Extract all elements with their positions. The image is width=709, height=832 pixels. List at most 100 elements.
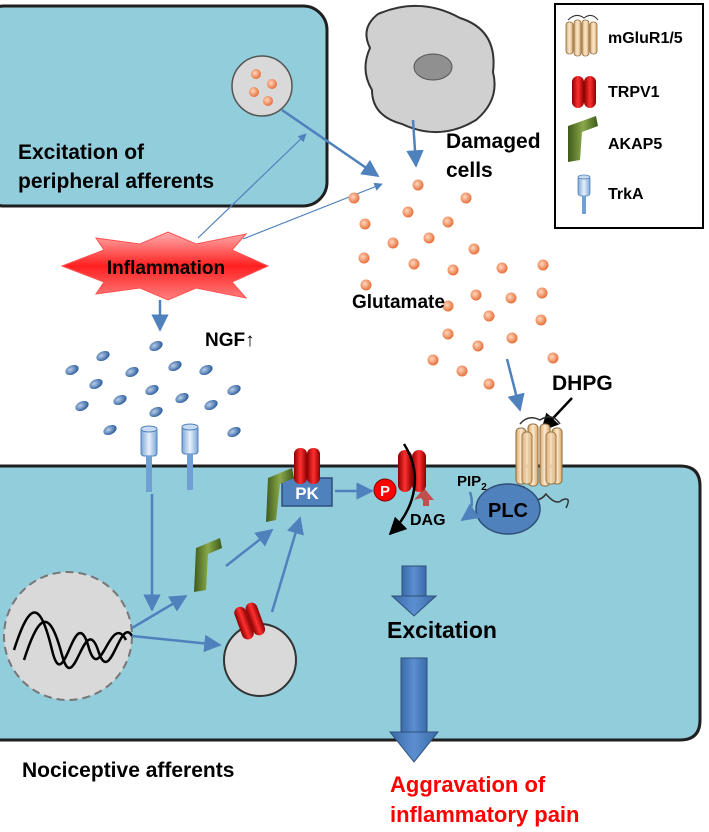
trpv1-channel-icon (572, 76, 596, 108)
glutamate-vesicle (231, 55, 293, 117)
ngf-particle (89, 378, 103, 390)
glutamate-particle (348, 192, 360, 204)
damaged-release-arrow (406, 119, 424, 168)
glutamate-particle (442, 328, 454, 340)
ngf-label: NGF↑ (205, 330, 255, 351)
glutamate-label: Glutamate (352, 292, 445, 313)
dag-activation-arrow-shaft (423, 498, 429, 506)
glutamate-particle (423, 232, 435, 244)
inflammation-label: Inflammation (107, 258, 225, 279)
ngf-particle (103, 424, 117, 436)
glutamate-particle (506, 332, 518, 344)
pip2-label-subscript: 2 (481, 482, 487, 493)
ngf-particles (65, 340, 241, 438)
akap5-to-pk-arrow (225, 528, 274, 567)
glutamate-particle (536, 287, 548, 299)
damaged-cells-label-line2: cells (446, 159, 493, 182)
inflammation-to-damaged-arrow (242, 182, 383, 240)
legend-label-mglur: mGluR1/5 (608, 30, 683, 47)
nucleus-to-akap5-arrow (131, 594, 188, 630)
glutamate-particle (412, 179, 424, 191)
trka-receptor-left (140, 425, 158, 492)
inflammation-to-peripheral-arrow (197, 133, 307, 239)
glutamate-particle (460, 192, 472, 204)
glutamate-particle (472, 340, 484, 352)
aggravation-block-arrow (388, 657, 440, 763)
glutamate-particle (358, 252, 370, 264)
glutamate-particle (483, 310, 495, 322)
ngf-particle (149, 406, 163, 418)
trka-receptor-icon (577, 174, 591, 214)
glutamate-particle (442, 300, 454, 312)
dna-strand (12, 611, 128, 666)
legend-label-akap5: AKAP5 (608, 136, 662, 153)
ngf-particle (96, 350, 110, 362)
vesicle-glutamate-dot (263, 96, 273, 106)
nociceptive-afferent-cell (0, 464, 702, 742)
pk-label: PK (295, 484, 319, 503)
peripheral-label-line1: Excitation of (18, 141, 145, 164)
dag-label: DAG (410, 512, 446, 529)
trpv1-channel-vesicle (234, 602, 266, 640)
glutamate-particle (470, 289, 482, 301)
dhpg-label: DHPG (552, 372, 613, 395)
aggravation-label-line2: inflammatory pain (390, 802, 579, 827)
peripheral-afferent-cell (0, 4, 329, 208)
ngf-particle (75, 400, 89, 412)
glutamate-particle (447, 264, 459, 276)
ngf-particle (175, 392, 189, 404)
akap5-anchor-cytoplasm (194, 538, 222, 592)
ngf-particle (168, 360, 182, 372)
mglur-receptor (515, 416, 569, 509)
ngf-particle (199, 364, 213, 376)
dna-strand-2 (22, 620, 134, 670)
glutamate-particle (408, 258, 420, 270)
phosphate-label: P (380, 483, 390, 500)
plc-label: PLC (488, 500, 528, 522)
glutamate-particle (442, 216, 454, 228)
glutamate-particles (348, 179, 559, 390)
vesicle-to-pk-arrow (270, 516, 304, 613)
trka-receptor-right (181, 423, 199, 490)
ngf-particle (113, 394, 127, 406)
pip2-label: PIP2 (457, 473, 487, 493)
excitation-label: Excitation (387, 617, 497, 643)
legend-label-trka: TrkA (608, 186, 644, 203)
damaged-cell-nucleus (413, 53, 453, 81)
trpv1-channel-pk (294, 448, 320, 484)
glutamate-particle (359, 218, 371, 230)
nociceptive-afferents-label: Nociceptive afferents (22, 759, 234, 782)
ngf-particle (145, 384, 159, 396)
vesicle-glutamate-dot (249, 87, 259, 97)
glutamate-particle (387, 237, 399, 249)
inflammation-burst (60, 231, 270, 301)
mglur-receptor-icon (565, 14, 599, 57)
glutamate-particle (360, 279, 372, 291)
vesicle-release-arrow (281, 108, 380, 178)
pip2-label-main: PIP (457, 473, 481, 490)
excitation-block-arrow (390, 565, 438, 617)
glutamate-particle (535, 314, 547, 326)
akap5-icon (568, 116, 598, 162)
legend-label-trpv1: TRPV1 (608, 84, 660, 101)
glutamate-particle (547, 352, 559, 364)
ngf-particle (149, 340, 163, 352)
glutamate-particle (496, 262, 508, 274)
damaged-cells-label-line1: Damaged (446, 130, 541, 153)
glutamate-to-receptor-arrow (505, 358, 525, 412)
glutamate-particle (537, 259, 549, 271)
ngf-particle (125, 366, 139, 378)
glutamate-particle (456, 365, 468, 377)
glutamate-particle (468, 243, 480, 255)
glutamate-particle (402, 206, 414, 218)
vesicle-glutamate-dot (267, 79, 277, 89)
glutamate-particle (483, 378, 495, 390)
phosphate-marker (373, 478, 397, 502)
ngf-particle (227, 384, 241, 396)
trpv1-gating-arrow (388, 443, 417, 536)
pk-box (281, 477, 333, 507)
akap5-anchor-pk (266, 468, 294, 522)
dag-activation-arrow (414, 488, 434, 506)
